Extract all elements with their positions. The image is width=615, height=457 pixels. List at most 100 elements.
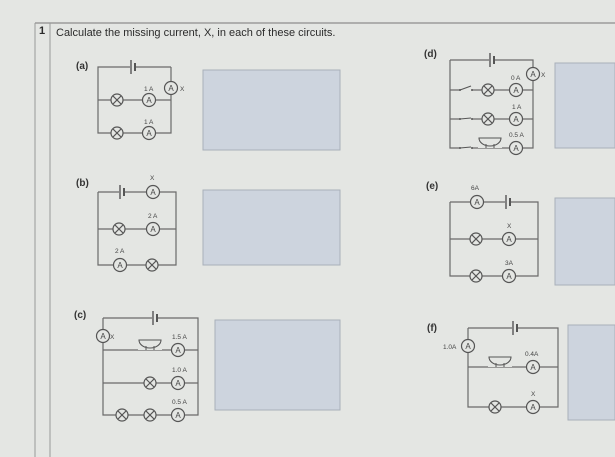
lamp-icon bbox=[143, 408, 157, 422]
current-reading: 1 A bbox=[512, 104, 522, 111]
lamp-icon bbox=[145, 258, 159, 272]
current-reading: 1.0 A bbox=[172, 367, 187, 374]
battery-icon bbox=[489, 53, 495, 67]
ammeter-symbol: A bbox=[175, 411, 181, 420]
current-reading: 0.4A bbox=[525, 351, 539, 358]
wire bbox=[97, 66, 172, 134]
current-reading: 2 A bbox=[148, 213, 158, 220]
current-reading: X bbox=[541, 72, 546, 79]
answer-box-e[interactable] bbox=[554, 197, 615, 286]
current-reading: X bbox=[180, 86, 185, 93]
current-reading: 2 A bbox=[115, 248, 125, 255]
part-label: (c) bbox=[74, 310, 86, 321]
ammeter-icon: A bbox=[508, 82, 524, 98]
battery-icon bbox=[119, 185, 125, 199]
lamp-icon bbox=[469, 269, 483, 283]
ammeter-symbol: A bbox=[168, 84, 174, 93]
ammeter-symbol: A bbox=[117, 261, 123, 270]
ammeter-icon: A bbox=[525, 66, 541, 82]
ammeter-symbol: A bbox=[530, 70, 536, 79]
ammeter-icon: A bbox=[141, 125, 157, 141]
closed-switch-icon bbox=[459, 144, 473, 149]
ammeter-symbol: A bbox=[150, 225, 156, 234]
ammeter-icon: A bbox=[170, 342, 186, 358]
ammeter-icon: A bbox=[501, 268, 517, 284]
ammeter-symbol: A bbox=[146, 129, 152, 138]
closed-switch-icon bbox=[459, 115, 473, 120]
current-reading: 1 A bbox=[144, 119, 154, 126]
open-switch-icon bbox=[459, 85, 473, 91]
answer-box-b[interactable] bbox=[202, 189, 341, 266]
part-label: (e) bbox=[426, 181, 438, 192]
ammeter-symbol: A bbox=[100, 332, 106, 341]
answer-box-c[interactable] bbox=[214, 319, 341, 411]
ammeter-icon: A bbox=[170, 407, 186, 423]
ammeter-icon: A bbox=[525, 399, 541, 415]
answer-box-f[interactable] bbox=[567, 324, 615, 421]
answer-box-d[interactable] bbox=[554, 62, 615, 149]
battery-icon bbox=[130, 60, 136, 74]
part-label: (a) bbox=[76, 61, 88, 72]
current-reading: 0.5 A bbox=[509, 132, 524, 139]
question-number: 1 bbox=[39, 25, 45, 37]
battery-icon bbox=[152, 311, 158, 325]
ammeter-icon: A bbox=[145, 184, 161, 200]
ammeter-symbol: A bbox=[530, 363, 536, 372]
current-reading: 1 A bbox=[144, 86, 154, 93]
ammeter-icon: A bbox=[141, 92, 157, 108]
buzzer-icon bbox=[138, 339, 162, 350]
current-reading: X bbox=[150, 175, 155, 182]
part-label: (f) bbox=[427, 323, 437, 334]
ammeter-icon: A bbox=[170, 375, 186, 391]
lamp-icon bbox=[488, 400, 502, 414]
ammeter-icon: A bbox=[501, 231, 517, 247]
current-reading: 1.5 A bbox=[172, 334, 187, 341]
lamp-icon bbox=[481, 83, 495, 97]
ammeter-symbol: A bbox=[513, 86, 519, 95]
current-reading: X bbox=[507, 223, 512, 230]
question-header: 1 Calculate the missing current, X, in e… bbox=[34, 22, 615, 457]
ammeter-icon: A bbox=[163, 80, 179, 96]
buzzer-icon bbox=[488, 356, 512, 367]
lamp-icon bbox=[110, 93, 124, 107]
lamp-icon bbox=[481, 112, 495, 126]
ammeter-icon: A bbox=[469, 194, 485, 210]
ammeter-icon: A bbox=[508, 111, 524, 127]
ammeter-icon: A bbox=[460, 338, 476, 354]
current-reading: X bbox=[110, 334, 115, 341]
battery-icon bbox=[512, 321, 518, 335]
ammeter-icon: A bbox=[145, 221, 161, 237]
ammeter-symbol: A bbox=[175, 346, 181, 355]
ammeter-symbol: A bbox=[175, 379, 181, 388]
current-reading: X bbox=[531, 391, 536, 398]
lamp-icon bbox=[469, 232, 483, 246]
ammeter-symbol: A bbox=[146, 96, 152, 105]
ammeter-symbol: A bbox=[465, 342, 471, 351]
current-reading: 1.0A bbox=[443, 344, 457, 351]
question-prompt: Calculate the missing current, X, in eac… bbox=[56, 27, 335, 39]
lamp-icon bbox=[110, 126, 124, 140]
ammeter-icon: A bbox=[525, 359, 541, 375]
part-label: (b) bbox=[76, 178, 89, 189]
current-reading: 3A bbox=[505, 260, 514, 267]
ammeter-symbol: A bbox=[530, 403, 536, 412]
current-reading: 0 A bbox=[511, 75, 521, 82]
ammeter-symbol: A bbox=[150, 188, 156, 197]
answer-box-a[interactable] bbox=[202, 69, 341, 151]
ammeter-icon: A bbox=[95, 328, 111, 344]
part-label: (d) bbox=[424, 49, 437, 60]
current-reading: 6A bbox=[471, 185, 480, 192]
lamp-icon bbox=[112, 222, 126, 236]
ammeter-symbol: A bbox=[513, 115, 519, 124]
lamp-icon bbox=[143, 376, 157, 390]
ammeter-symbol: A bbox=[513, 144, 519, 153]
lamp-icon bbox=[115, 408, 129, 422]
ammeter-icon: A bbox=[508, 140, 524, 156]
